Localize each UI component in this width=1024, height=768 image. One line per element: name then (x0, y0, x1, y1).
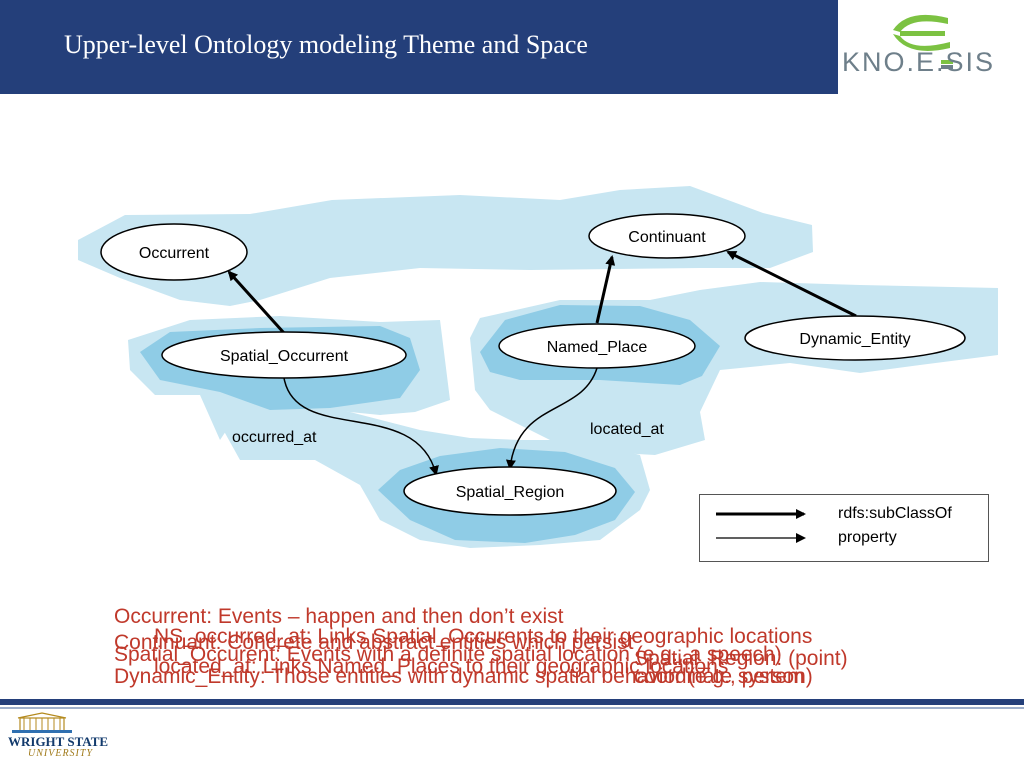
edge-label-occurred-at: occurred_at (232, 429, 317, 446)
node-spatial-occurrent[interactable]: Spatial_Occurrent (161, 331, 407, 379)
knoesis-logo-text: KNO.E.SIS (842, 47, 996, 77)
legend-arrows (716, 509, 806, 543)
nodes: Occurrent Continuant Spatial_Occurrent N… (100, 213, 966, 516)
footer-rule-thin (0, 707, 1024, 709)
node-spatial-region-shape (403, 466, 617, 516)
node-continuant-shape (588, 213, 746, 259)
note-spatial-region: Spatial_Region: (point) (634, 647, 848, 670)
node-occurrent[interactable]: Occurrent (100, 223, 248, 281)
note-occurrent: Occurrent: Events – happen and then don’… (114, 605, 564, 628)
node-continuant-label: Continuant (628, 229, 706, 246)
node-dynamic-entity-shape (744, 315, 966, 361)
knoesis-logo-mark (893, 14, 953, 69)
edges: occurred_at located_at (227, 250, 857, 476)
knoesis-logo (838, 0, 1024, 94)
node-dynamic-entity-label: Dynamic_Entity (799, 331, 910, 348)
node-named-place-shape (498, 323, 696, 369)
ontology-diagram: occurred_at located_at Occurrent Continu… (78, 186, 998, 548)
edge-named-place-subclass-continuant (595, 255, 616, 324)
footer-rule (0, 699, 1024, 705)
edge-label-located-at: located_at (590, 421, 664, 438)
note-located-at: located_at: Links Named_Places to their … (154, 655, 729, 678)
node-spatial-occurrent-label: Spatial_Occurrent (220, 348, 349, 365)
wright-state-logo-icon (12, 712, 72, 733)
node-named-place[interactable]: Named_Place (498, 323, 696, 369)
node-occurrent-label: Occurrent (139, 245, 210, 262)
edge-dynamic-entity-subclass-continuant (726, 250, 857, 318)
node-named-place-label: Named_Place (547, 339, 648, 356)
node-dynamic-entity[interactable]: Dynamic_Entity (744, 315, 966, 361)
edge-spatial-occurrent-subclass-occurrent (227, 270, 286, 335)
note-continuant: Continuant: Concrete and abstract entiti… (114, 631, 634, 654)
notes-overlay: Occurrent: Events – happen and then don’… (114, 606, 994, 696)
legend-subclass-label: rdfs:subClassOf (838, 505, 952, 522)
edge-occurred-at (283, 377, 439, 476)
note-occurred-at: NS_occurred_at: Links Spatial_Occurents … (154, 625, 813, 648)
wright-state-wordmark: WRIGHT STATE (8, 734, 109, 749)
edge-located-at (505, 367, 598, 470)
node-continuant[interactable]: Continuant (588, 213, 746, 259)
note-spatial-occurrent: Spatial_Occurent: Events with a definite… (114, 643, 782, 666)
slide-title: Upper-level Ontology modeling Theme and … (64, 30, 588, 59)
wright-state-university-wordmark: UNIVERSITY (28, 748, 93, 759)
legend-property-label: property (838, 529, 897, 546)
note-coordinate-system: coordinate system (634, 665, 805, 688)
note-dynamic-entity: Dynamic_Entity: Those entities with dyna… (114, 665, 813, 688)
node-spatial-region[interactable]: Spatial_Region (403, 466, 617, 516)
node-spatial-occurrent-shape (161, 331, 407, 379)
legend: rdfs:subClassOf property (699, 494, 989, 562)
node-occurrent-shape (100, 223, 248, 281)
node-spatial-region-label: Spatial_Region (456, 484, 565, 501)
